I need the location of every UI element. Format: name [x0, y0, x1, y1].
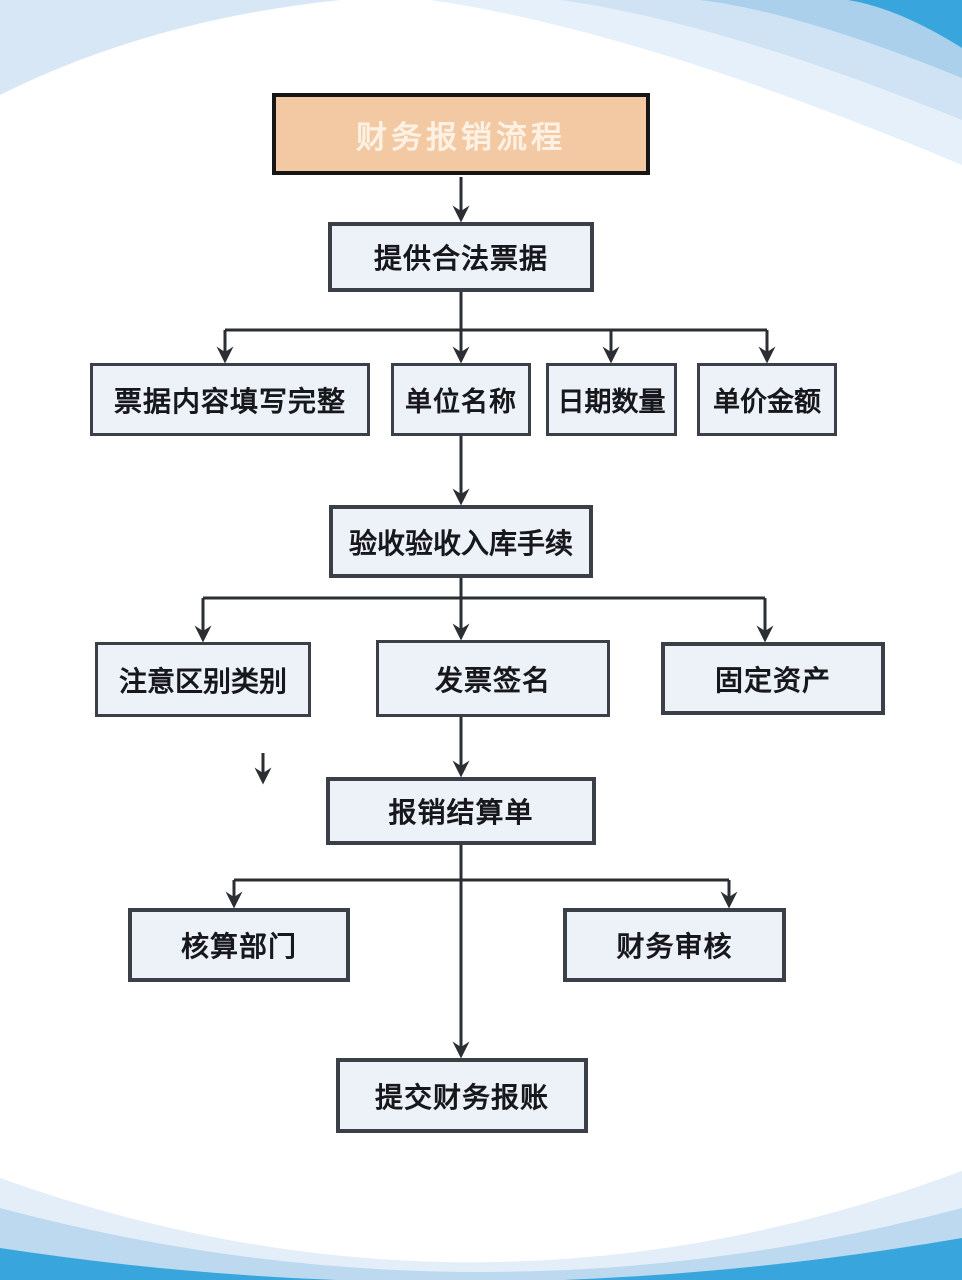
node-unit-price-amount: 单价金额 [697, 363, 837, 436]
node-settlement-form: 报销结算单 [326, 777, 596, 845]
node-invoice-complete: 票据内容填写完整 [90, 363, 370, 436]
node-acceptance: 验收验收入库手续 [329, 505, 593, 578]
node-category-distinction: 注意区别类别 [95, 642, 311, 717]
node-accounting-dept: 核算部门 [128, 908, 350, 982]
node-unit-name: 单位名称 [391, 363, 531, 436]
node-submit-reimbursement: 提交财务报账 [336, 1058, 588, 1133]
node-fixed-assets: 固定资产 [661, 642, 885, 715]
node-provide-invoice: 提供合法票据 [328, 222, 594, 292]
node-finance-review: 财务审核 [563, 908, 786, 982]
node-title: 财务报销流程 [272, 93, 650, 175]
node-date-quantity: 日期数量 [546, 363, 677, 436]
node-invoice-signature: 发票签名 [376, 640, 610, 717]
